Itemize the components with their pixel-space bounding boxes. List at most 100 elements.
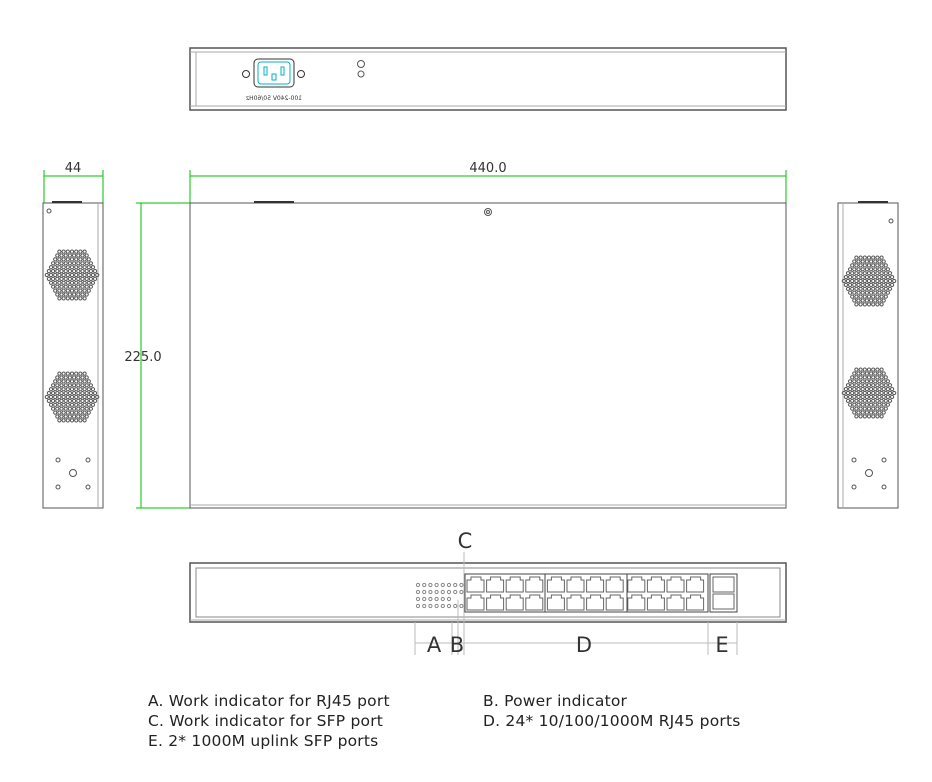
vent-hole	[74, 394, 79, 400]
rj45-port[interactable]	[466, 594, 485, 611]
rj45-port[interactable]	[546, 576, 565, 593]
vent-hole	[852, 290, 857, 295]
rj45-port[interactable]	[686, 594, 705, 611]
vent-hole	[854, 271, 859, 276]
vent-hole	[856, 387, 861, 392]
vent-hole	[72, 284, 77, 289]
vent-hole	[80, 276, 85, 281]
vent-hole	[65, 288, 70, 293]
rj45-port[interactable]	[605, 576, 624, 593]
vent-hole	[51, 269, 56, 274]
rj45-port[interactable]	[486, 594, 505, 611]
vent-hole	[88, 276, 94, 281]
vent-hole	[90, 394, 96, 400]
rj45-port[interactable]	[525, 576, 544, 593]
rj45-port[interactable]	[566, 576, 585, 593]
rj45-port[interactable]	[666, 576, 685, 593]
vent-hole	[860, 290, 865, 295]
vent-hole	[93, 276, 98, 281]
vent-hole	[883, 286, 888, 291]
led-indicator	[459, 603, 464, 609]
rj45-port[interactable]	[505, 594, 524, 611]
vent-hole	[852, 282, 857, 287]
vent-hole	[74, 371, 79, 376]
rj45-port[interactable]	[666, 594, 685, 611]
sfp-port[interactable]	[712, 593, 735, 610]
vent-hole	[65, 410, 70, 415]
vent-hole	[887, 286, 893, 291]
rj45-port[interactable]	[646, 576, 665, 593]
rj45-port[interactable]	[486, 576, 505, 593]
vent-hole	[67, 414, 73, 419]
led-indicator	[428, 596, 433, 602]
vent-hole	[48, 387, 54, 392]
vent-hole	[858, 383, 863, 388]
vent-hole	[877, 371, 882, 376]
vent-hole	[883, 398, 888, 403]
vent-hole	[873, 259, 878, 264]
rj45-port[interactable]	[627, 576, 646, 593]
rj45-port[interactable]	[566, 594, 585, 611]
rj45-port[interactable]	[466, 576, 485, 593]
vent-hole	[69, 265, 75, 270]
vent-hole	[72, 406, 77, 411]
vent-hole	[84, 414, 89, 419]
vent-hole	[845, 278, 851, 284]
vent-hole	[72, 261, 77, 266]
vent-hole	[51, 383, 56, 388]
vent-hole	[864, 267, 870, 272]
rj45-port[interactable]	[686, 576, 705, 593]
rj45-port[interactable]	[546, 594, 565, 611]
vent-hole	[864, 379, 870, 384]
vent-hole	[873, 290, 878, 295]
dimension-lines	[43, 170, 787, 509]
vent-hole	[854, 278, 859, 284]
vent-hole	[76, 261, 81, 266]
vent-hole	[845, 271, 851, 276]
vent-hole	[871, 390, 876, 396]
vent-hole	[852, 275, 857, 280]
vent-hole	[881, 282, 886, 287]
rj45-port[interactable]	[627, 594, 646, 611]
vent-hole	[850, 271, 855, 276]
sfp-port[interactable]	[712, 576, 735, 593]
vent-hole	[80, 261, 85, 266]
rj45-port[interactable]	[646, 594, 665, 611]
vent-hole	[76, 414, 81, 419]
vent-hole	[74, 280, 79, 285]
rj45-port[interactable]	[586, 594, 605, 611]
vent-hole	[74, 379, 79, 384]
vent-hole	[856, 259, 861, 264]
vent-hole	[46, 391, 52, 396]
rj45-port[interactable]	[586, 576, 605, 593]
rj45-port[interactable]	[605, 594, 624, 611]
vent-hole	[69, 296, 75, 301]
vent-hole	[57, 265, 62, 270]
rj45-port[interactable]	[525, 594, 544, 611]
vent-hole	[61, 249, 66, 254]
vent-hole	[82, 379, 87, 384]
vent-hole	[82, 280, 87, 285]
vent-hole	[873, 387, 878, 392]
vent-hole	[78, 394, 83, 400]
vent-hole	[879, 398, 884, 403]
vent-hole	[53, 394, 58, 400]
power-rating-label: 100-240V 50/60Hz	[246, 95, 302, 102]
vent-hole	[852, 379, 857, 384]
vent-hole	[93, 391, 98, 396]
vent-hole	[84, 383, 89, 388]
vent-hole	[877, 298, 882, 303]
vent-hole	[862, 390, 867, 396]
rj45-port[interactable]	[505, 576, 524, 593]
vent-hole	[860, 267, 865, 272]
vent-hole	[51, 391, 56, 396]
vent-hole	[63, 391, 68, 396]
vent-hole	[80, 253, 85, 258]
vent-hole	[63, 383, 68, 388]
vent-hole	[57, 387, 62, 392]
led-indicator	[428, 589, 433, 595]
vent-hole	[848, 275, 853, 280]
vent-hole	[86, 394, 91, 400]
vent-hole	[856, 298, 861, 303]
legend-d: D. 24* 10/100/1000M RJ45 ports	[483, 712, 741, 730]
